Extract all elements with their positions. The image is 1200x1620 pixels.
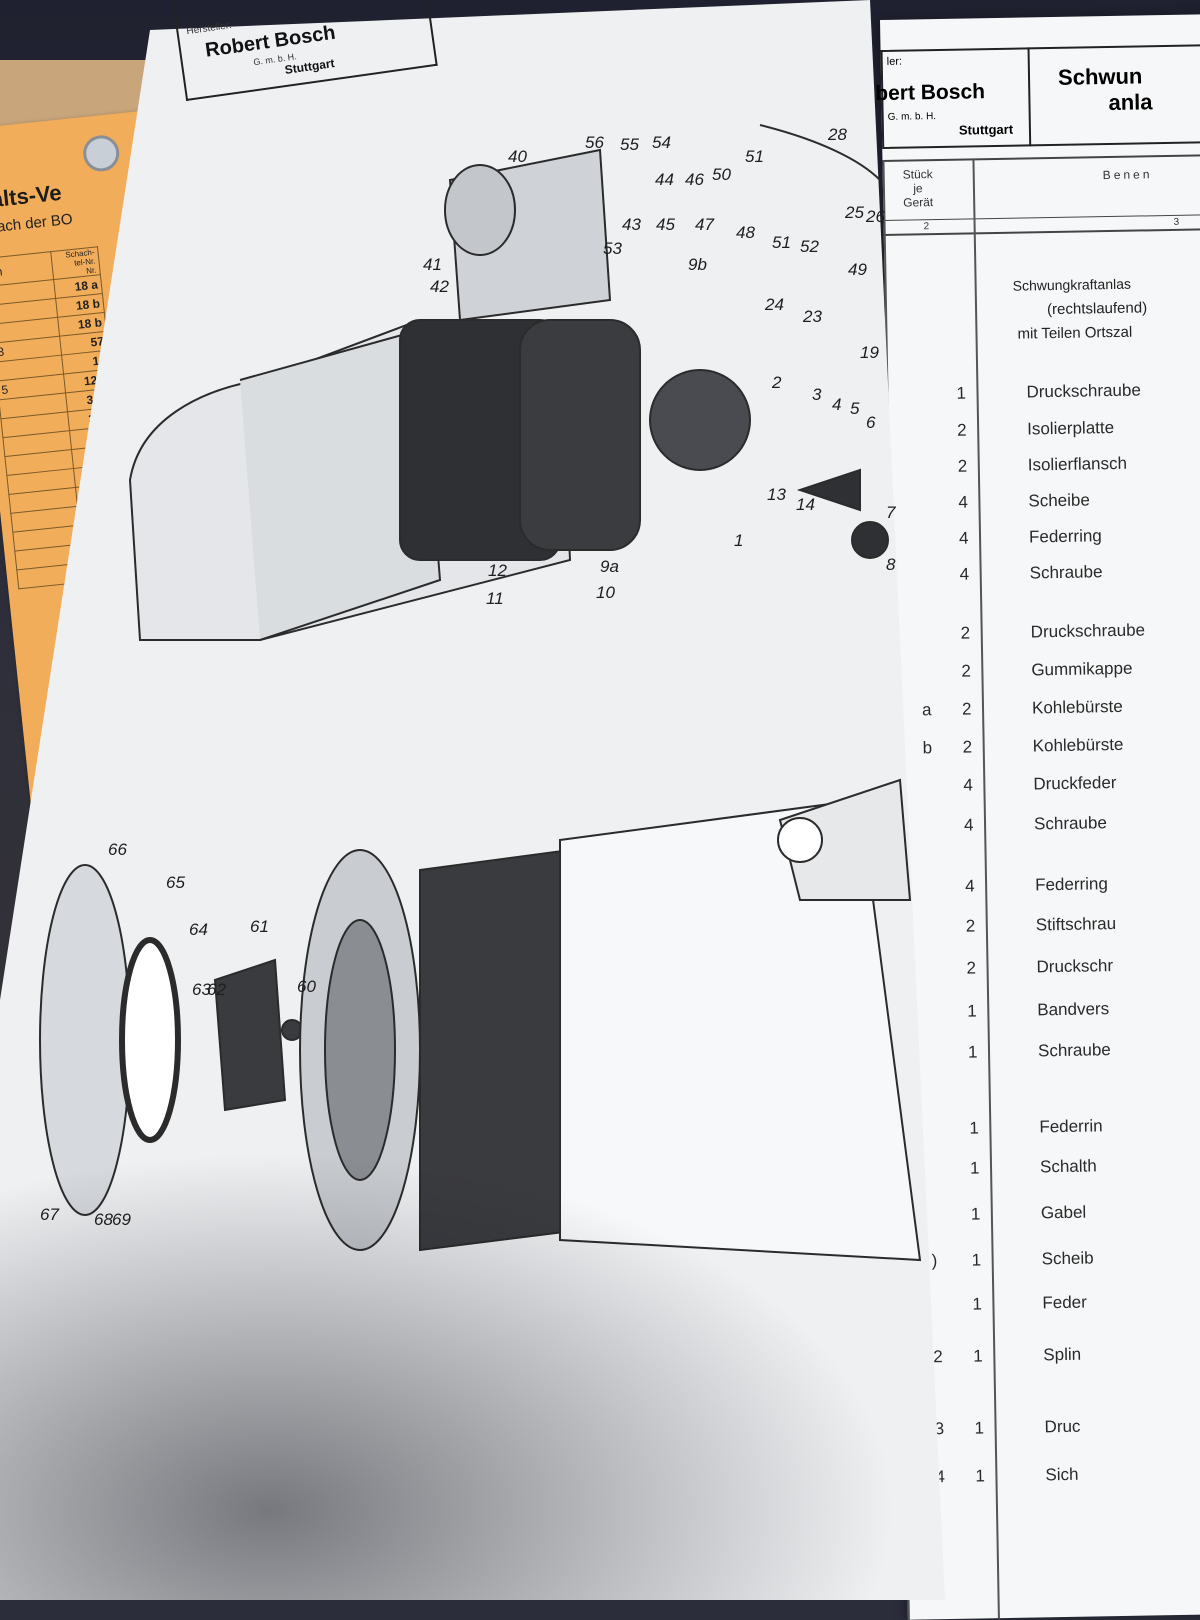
terminal-block [649, 369, 751, 471]
part-callout: 43 [622, 215, 641, 234]
part-callout: 52 [800, 237, 819, 256]
part-callout: 47 [695, 215, 714, 234]
part-callout: 55 [620, 135, 639, 154]
part-callout: 23 [802, 307, 822, 326]
part-callout: 51 [772, 233, 791, 252]
part-callout-bottom: 66 [108, 840, 127, 859]
ring-64 [119, 937, 181, 1143]
part-callout: 10 [596, 583, 615, 602]
part-callout: 56 [585, 133, 604, 152]
part-callout: 25 [844, 203, 864, 222]
drive-collar [419, 848, 582, 1252]
part-callout: 51 [745, 147, 764, 166]
part-callout: 54 [652, 133, 671, 152]
part-callout: 19 [860, 343, 879, 362]
washer-60 [281, 1019, 303, 1041]
part-callout: 46 [685, 170, 704, 189]
motor-body [559, 798, 922, 1262]
part-callout: 12 [488, 561, 507, 580]
part-callout-bottom: 60 [297, 977, 316, 996]
solenoid-face [777, 817, 823, 863]
part-8 [851, 521, 889, 559]
part-callout: 24 [764, 295, 784, 314]
part-callout: 1 [734, 531, 743, 550]
part-14 [796, 468, 861, 512]
part-callout: 50 [712, 165, 731, 184]
part-callout: 4 [832, 395, 841, 414]
part-callout: 28 [827, 125, 847, 144]
solenoid-cap [444, 164, 516, 256]
part-callout: 5 [850, 399, 860, 418]
part-callout-bottom: 64 [189, 920, 208, 939]
part-callout: 3 [812, 385, 822, 404]
part-callout: 11 [486, 589, 504, 608]
part-callout: 8 [886, 555, 896, 574]
part-callout: 42 [430, 277, 449, 296]
part-callout: 9b [688, 255, 707, 274]
part-callout: 9a [600, 557, 619, 576]
part-callout: 53 [603, 239, 622, 258]
part-callout-bottom: 61 [250, 917, 269, 936]
part-callout: 44 [655, 170, 674, 189]
commutator-end [519, 319, 641, 551]
pinion-61 [213, 958, 287, 1112]
part-callout: 45 [656, 215, 675, 234]
part-callout: 7 [886, 503, 896, 522]
part-callout: 2 [771, 373, 782, 392]
part-callout: 13 [767, 485, 786, 504]
end-cover-66 [39, 864, 131, 1216]
flange-gear [324, 919, 396, 1181]
part-callout-bottom: 63 [192, 980, 211, 999]
part-callout-bottom: 67 [40, 1205, 59, 1224]
part-callout-bottom: 62 [207, 980, 226, 999]
part-callout-bottom: 69 [112, 1210, 131, 1229]
part-callout: 14 [796, 495, 815, 514]
part-callout: 40 [508, 147, 527, 166]
leader-28 [759, 124, 881, 181]
part-callout: 41 [423, 255, 442, 274]
solenoid-bottom [778, 778, 912, 901]
part-callout: 6 [866, 413, 876, 432]
part-callout: 49 [848, 260, 867, 279]
part-callout-bottom: 68 [94, 1210, 113, 1229]
part-callout: 48 [736, 223, 755, 242]
part-callout-bottom: 65 [166, 873, 185, 892]
part-callout: 26 [865, 207, 885, 226]
